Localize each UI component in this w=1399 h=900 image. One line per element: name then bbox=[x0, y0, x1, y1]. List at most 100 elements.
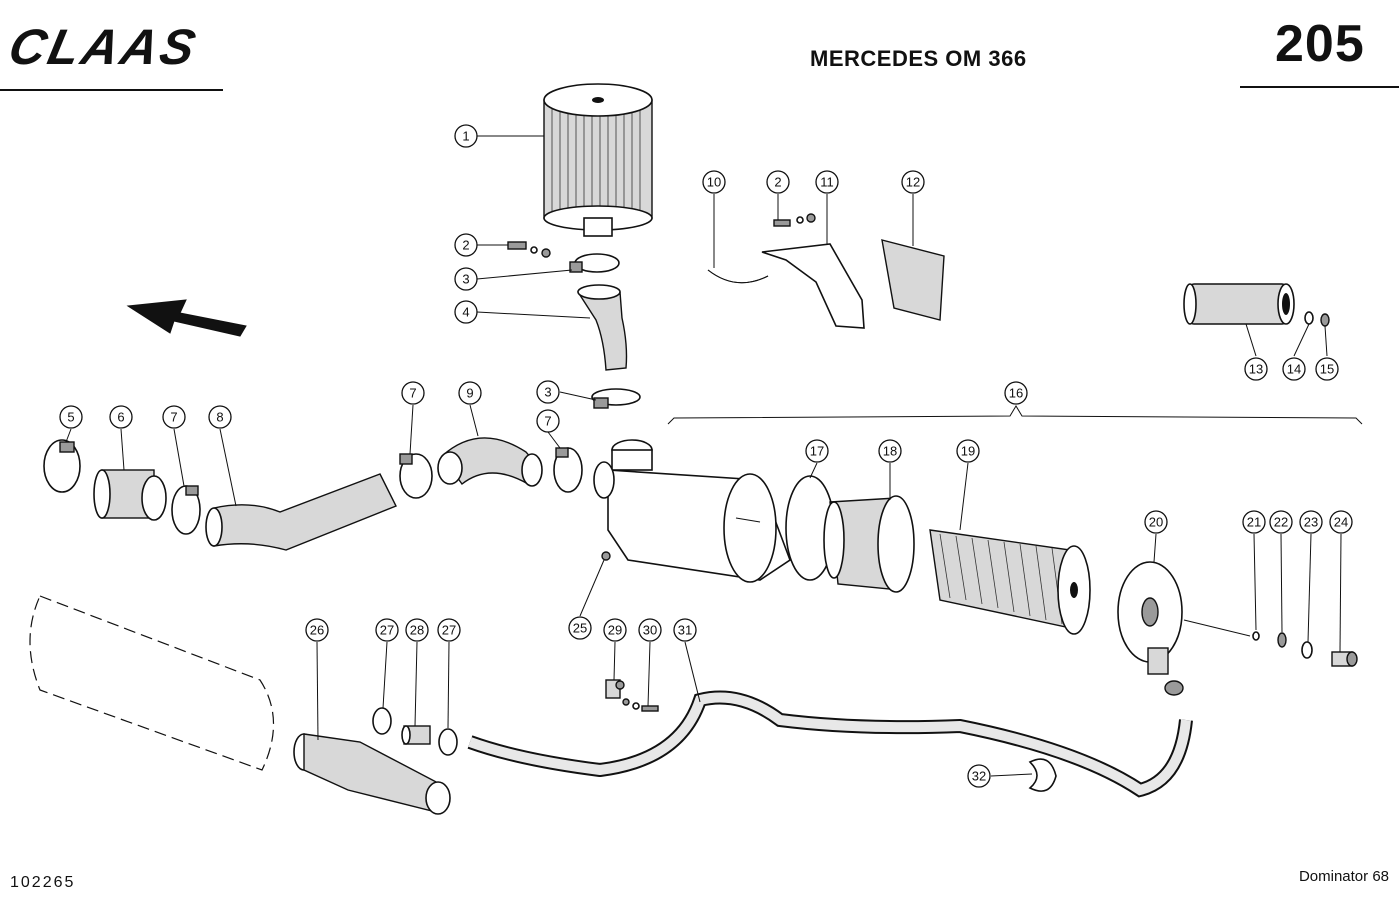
part-14-washer bbox=[1304, 311, 1314, 325]
callout-3: 3 bbox=[454, 267, 478, 291]
svg-text:7: 7 bbox=[409, 386, 416, 401]
part-20-end-cover bbox=[1117, 561, 1251, 696]
svg-text:8: 8 bbox=[216, 410, 223, 425]
part-19-main-element bbox=[929, 529, 1091, 635]
callout-25: 25 bbox=[568, 616, 592, 640]
part-18-safety-element bbox=[823, 495, 915, 593]
part-23-washer bbox=[1301, 641, 1313, 659]
svg-text:7: 7 bbox=[544, 414, 551, 429]
part-8-hose bbox=[213, 473, 397, 551]
header-rule-left bbox=[0, 89, 223, 91]
svg-text:24: 24 bbox=[1334, 515, 1348, 530]
svg-text:3: 3 bbox=[462, 272, 469, 287]
callout-7: 7 bbox=[401, 381, 425, 405]
air-filter-housing bbox=[593, 439, 791, 583]
svg-text:14: 14 bbox=[1287, 362, 1301, 377]
callout-16: 16 bbox=[1004, 381, 1028, 405]
svg-text:7: 7 bbox=[170, 410, 177, 425]
callout-15: 15 bbox=[1315, 357, 1339, 381]
svg-text:1: 1 bbox=[462, 129, 469, 144]
svg-text:16: 16 bbox=[1009, 386, 1023, 401]
svg-text:17: 17 bbox=[810, 444, 824, 459]
callout-1: 1 bbox=[454, 124, 478, 148]
part-32-clamp bbox=[1028, 758, 1057, 792]
callout-21: 21 bbox=[1242, 510, 1266, 534]
part-24-nut bbox=[1331, 651, 1358, 667]
callout-8: 8 bbox=[208, 405, 232, 429]
callout-13: 13 bbox=[1244, 357, 1268, 381]
callout-29: 29 bbox=[603, 618, 627, 642]
svg-text:30: 30 bbox=[643, 623, 657, 638]
callout-3: 3 bbox=[536, 380, 560, 404]
callout-31: 31 bbox=[673, 618, 697, 642]
header-rule-right bbox=[1240, 86, 1399, 88]
direction-arrow-icon bbox=[126, 299, 247, 337]
svg-text:10: 10 bbox=[707, 175, 721, 190]
svg-text:31: 31 bbox=[678, 623, 692, 638]
part-31-dust-hose bbox=[467, 690, 1193, 798]
svg-text:4: 4 bbox=[462, 305, 469, 320]
svg-text:21: 21 bbox=[1247, 515, 1261, 530]
part-22-washer bbox=[1277, 632, 1287, 648]
silencer-outline bbox=[29, 595, 275, 771]
svg-text:2: 2 bbox=[774, 175, 781, 190]
callout-7: 7 bbox=[162, 405, 186, 429]
callout-14: 14 bbox=[1282, 357, 1306, 381]
svg-text:29: 29 bbox=[608, 623, 622, 638]
part-2-bolt-bracket bbox=[773, 213, 816, 227]
svg-text:26: 26 bbox=[310, 623, 324, 638]
svg-text:20: 20 bbox=[1149, 515, 1163, 530]
part-6-connector bbox=[93, 469, 167, 521]
part-15-nut bbox=[1320, 313, 1330, 327]
part-27-clamp-left bbox=[372, 707, 392, 735]
part-16-group-bracket bbox=[667, 405, 1363, 425]
model-name: Dominator 68 bbox=[1298, 868, 1389, 885]
part-27-clamp-right bbox=[438, 728, 458, 756]
callout-2: 2 bbox=[766, 170, 790, 194]
callout-11: 11 bbox=[815, 170, 839, 194]
part-5-clamp bbox=[43, 439, 81, 493]
svg-text:18: 18 bbox=[883, 444, 897, 459]
part-2-bolt-upper bbox=[507, 241, 551, 258]
svg-text:28: 28 bbox=[410, 623, 424, 638]
part-30-bolt bbox=[622, 698, 659, 712]
svg-text:13: 13 bbox=[1249, 362, 1263, 377]
callout-20: 20 bbox=[1144, 510, 1168, 534]
part-29-clip bbox=[605, 679, 625, 699]
part-12-plate bbox=[881, 239, 945, 321]
page-title: MERCEDES OM 366 bbox=[810, 46, 1027, 71]
callout-32: 32 bbox=[967, 764, 991, 788]
svg-text:9: 9 bbox=[466, 386, 473, 401]
part-7-clamp-left bbox=[171, 485, 201, 535]
svg-text:27: 27 bbox=[442, 623, 456, 638]
part-1-precleaner bbox=[543, 83, 653, 237]
drawing-number: 102265 bbox=[10, 874, 76, 891]
svg-text:23: 23 bbox=[1304, 515, 1318, 530]
part-28-connector bbox=[401, 725, 431, 745]
callout-2: 2 bbox=[454, 233, 478, 257]
part-21-pin bbox=[1252, 631, 1260, 641]
callout-4: 4 bbox=[454, 300, 478, 324]
callout-23: 23 bbox=[1299, 510, 1323, 534]
callout-7: 7 bbox=[536, 409, 560, 433]
part-25-plug bbox=[601, 551, 611, 561]
callout-30: 30 bbox=[638, 618, 662, 642]
svg-text:32: 32 bbox=[972, 769, 986, 784]
svg-text:6: 6 bbox=[117, 410, 124, 425]
part-3-clamp-lower bbox=[591, 388, 641, 409]
svg-text:25: 25 bbox=[573, 621, 587, 636]
callout-17: 17 bbox=[805, 439, 829, 463]
part-13-sleeve bbox=[1183, 283, 1295, 325]
callout-9: 9 bbox=[458, 381, 482, 405]
part-7-clamp-mid bbox=[399, 453, 433, 499]
svg-text:12: 12 bbox=[906, 175, 920, 190]
svg-text:3: 3 bbox=[544, 385, 551, 400]
svg-text:22: 22 bbox=[1274, 515, 1288, 530]
part-3-clamp-upper bbox=[569, 253, 620, 273]
svg-text:2: 2 bbox=[462, 238, 469, 253]
part-26-ejector bbox=[293, 733, 451, 815]
callout-28: 28 bbox=[405, 618, 429, 642]
svg-text:27: 27 bbox=[380, 623, 394, 638]
callout-12: 12 bbox=[901, 170, 925, 194]
